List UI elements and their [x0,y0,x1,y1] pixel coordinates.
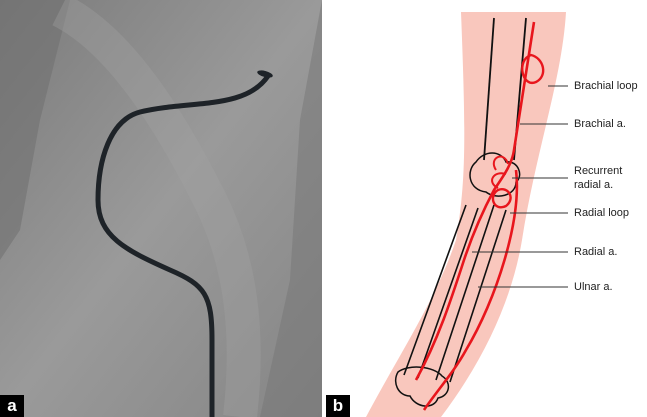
panel-letter-b: b [326,395,350,417]
label-radial-loop: Radial loop [574,207,629,220]
label-brachial-loop: Brachial loop [574,80,638,93]
label-recurrent-radial-line1: Recurrent [574,165,622,178]
anatomy-diagram-panel: Brachial loop Brachial a. Recurrent radi… [326,0,647,417]
panel-letter-a: a [0,395,24,417]
label-radial-artery: Radial a. [574,246,617,259]
label-recurrent-radial-line2: radial a. [574,179,613,192]
label-brachial-artery: Brachial a. [574,118,626,131]
label-ulnar-artery: Ulnar a. [574,281,613,294]
arm-outline [366,12,566,417]
xray-image [0,0,322,417]
xray-panel: a [0,0,322,417]
